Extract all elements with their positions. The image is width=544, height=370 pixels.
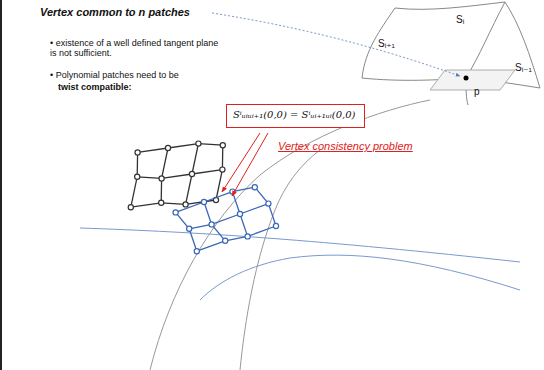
pointer-arrow (232, 133, 268, 196)
surface (80, 100, 520, 370)
bullet-text: • existence of a well defined tangent pl… (50, 38, 225, 59)
patch-sketch (362, 2, 540, 105)
control-nets (128, 141, 278, 254)
annotation: Vertex consistency problem (278, 140, 413, 153)
patch-label: Sᵢ₊₁ (378, 38, 395, 50)
pointer-line (212, 13, 460, 76)
patch-label: Sᵢ₋₁ (515, 62, 532, 74)
slide-title: Vertex common to n patches (40, 6, 190, 19)
formula: Sⁱᵤᵢᵤᵢ₊₁(0,0) = Sⁱᵤᵢ₊₁ᵤᵢ(0,0) (233, 109, 358, 121)
vertex-dot (464, 76, 469, 81)
bullet-text: • Polynomial patches need to be (50, 70, 179, 80)
bullet-text: twist compatible: (58, 82, 132, 92)
pointer-arrow (222, 133, 260, 192)
formula-box: Sⁱᵤᵢᵤᵢ₊₁(0,0) = Sⁱᵤᵢ₊₁ᵤᵢ(0,0) (226, 104, 365, 128)
point-label: p (474, 86, 480, 98)
slide-border (0, 0, 2, 370)
patch-label: Sᵢ (456, 14, 464, 26)
tangent-plane (430, 70, 515, 90)
